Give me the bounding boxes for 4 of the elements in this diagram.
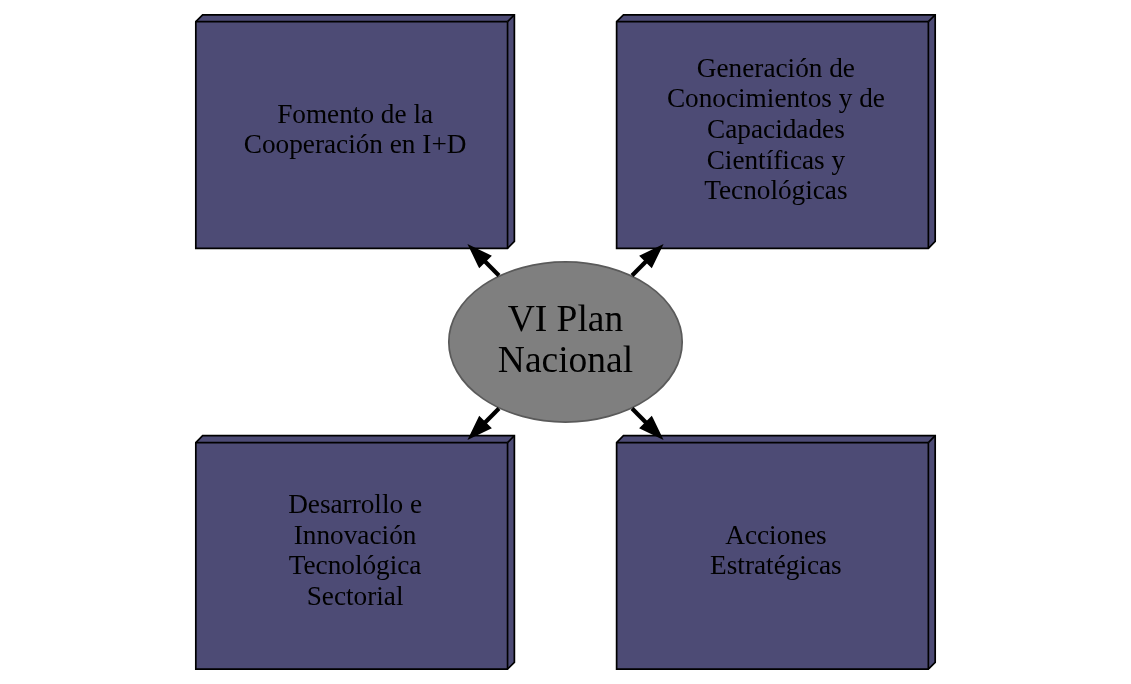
arrow	[630, 243, 664, 277]
arrow	[467, 243, 501, 277]
arrow	[630, 407, 664, 441]
arrow	[467, 407, 501, 441]
